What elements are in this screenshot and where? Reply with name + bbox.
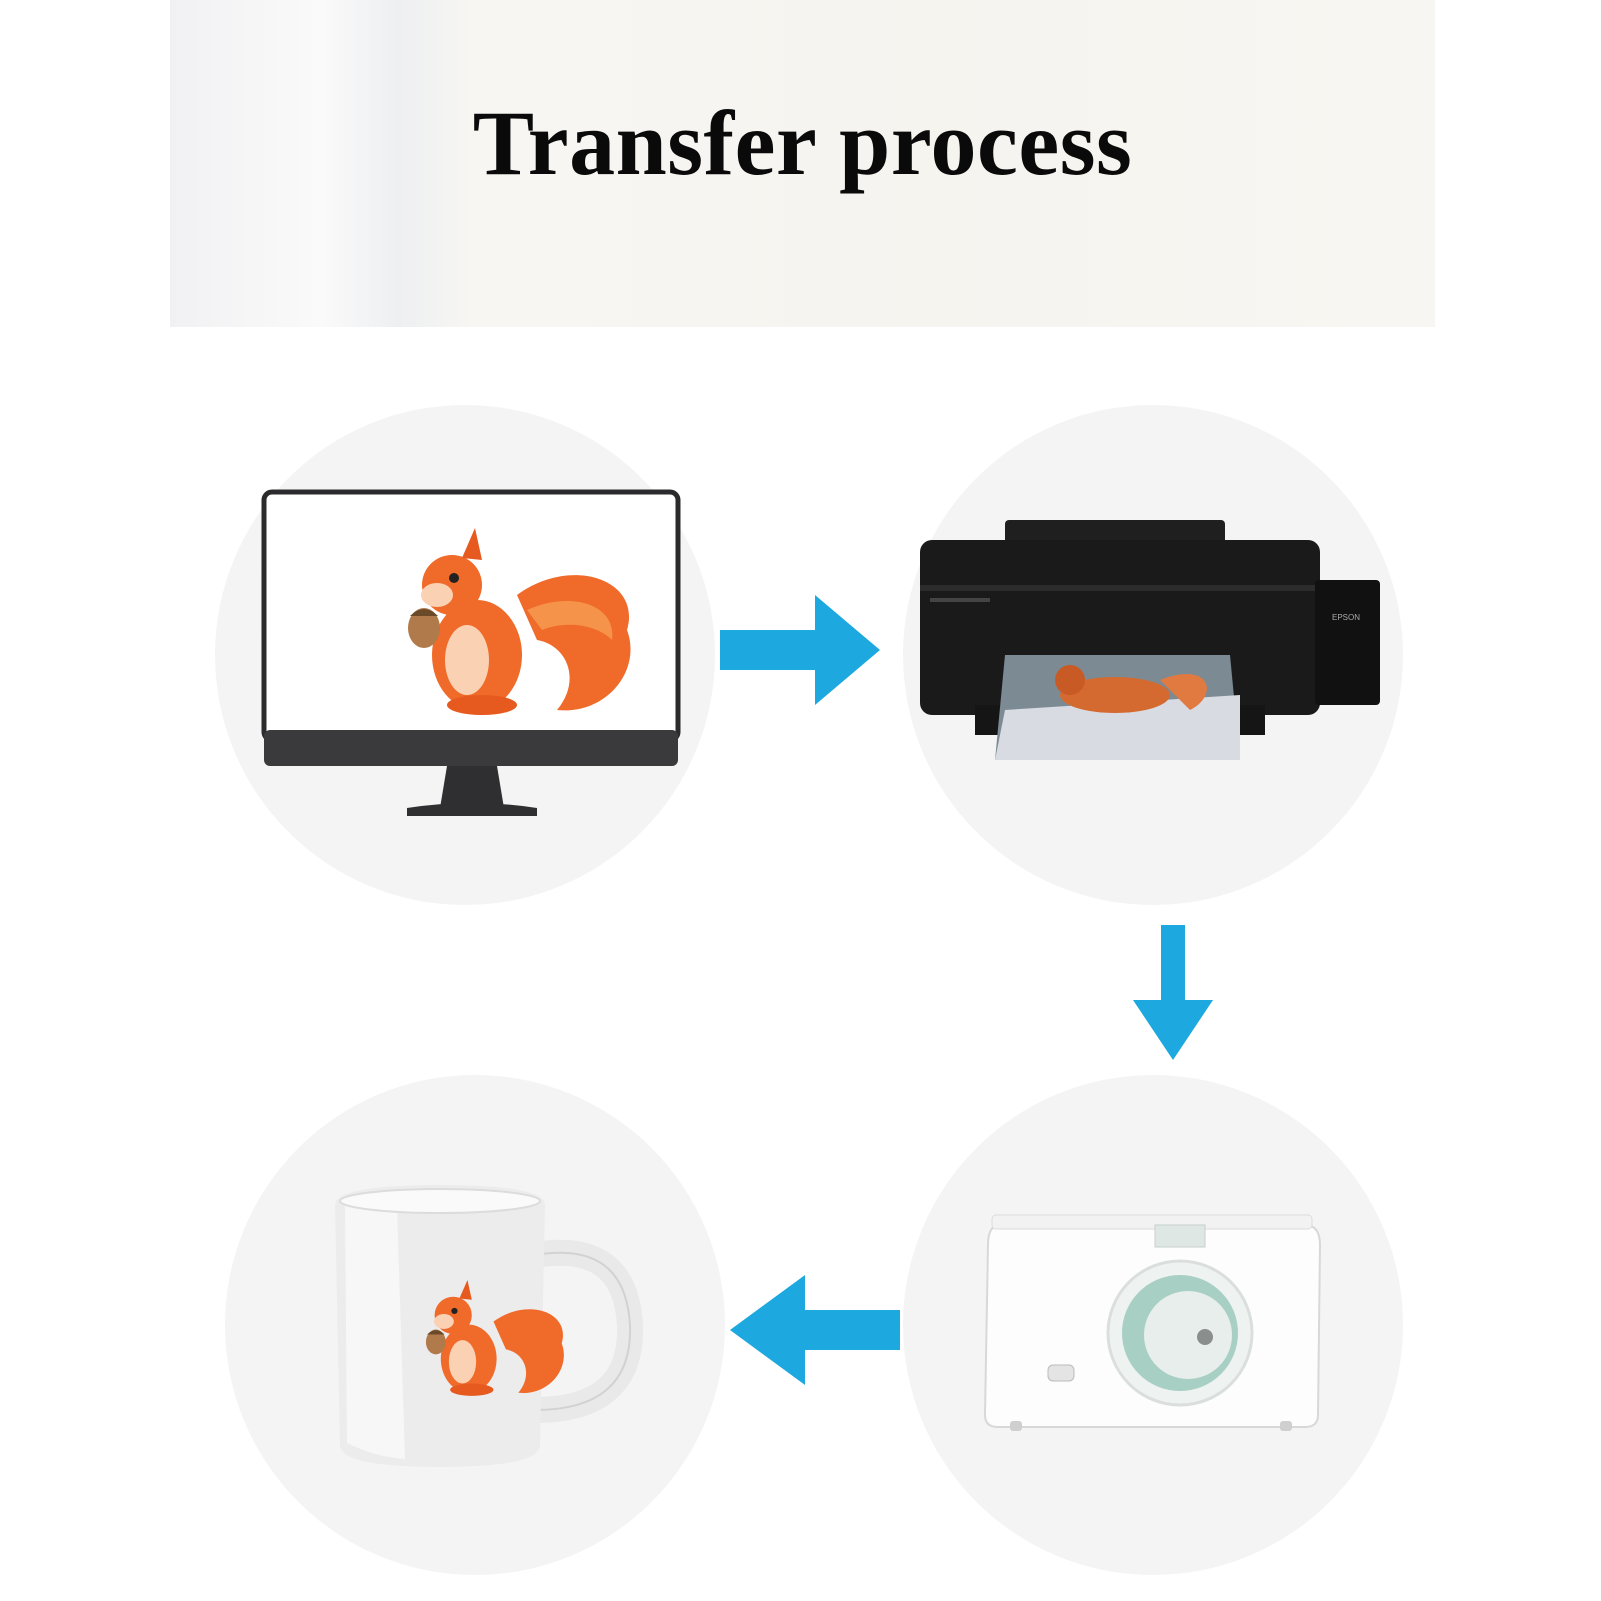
mug-icon	[335, 1185, 644, 1467]
arrow-down-icon	[1133, 925, 1213, 1060]
arrow-right-icon	[720, 595, 880, 705]
mug-press-icon	[983, 1214, 1322, 1431]
printer-icon: EPSON	[920, 520, 1380, 760]
printed-photo	[995, 655, 1240, 760]
arrow-left-icon	[730, 1275, 900, 1385]
header-banner	[170, 0, 1435, 327]
mug-squirrel-icon	[425, 1279, 564, 1396]
printer-brand-label: EPSON	[1332, 613, 1360, 622]
squirrel-icon	[408, 528, 631, 715]
page-title: Transfer process	[472, 92, 1133, 194]
monitor-icon	[261, 489, 681, 816]
